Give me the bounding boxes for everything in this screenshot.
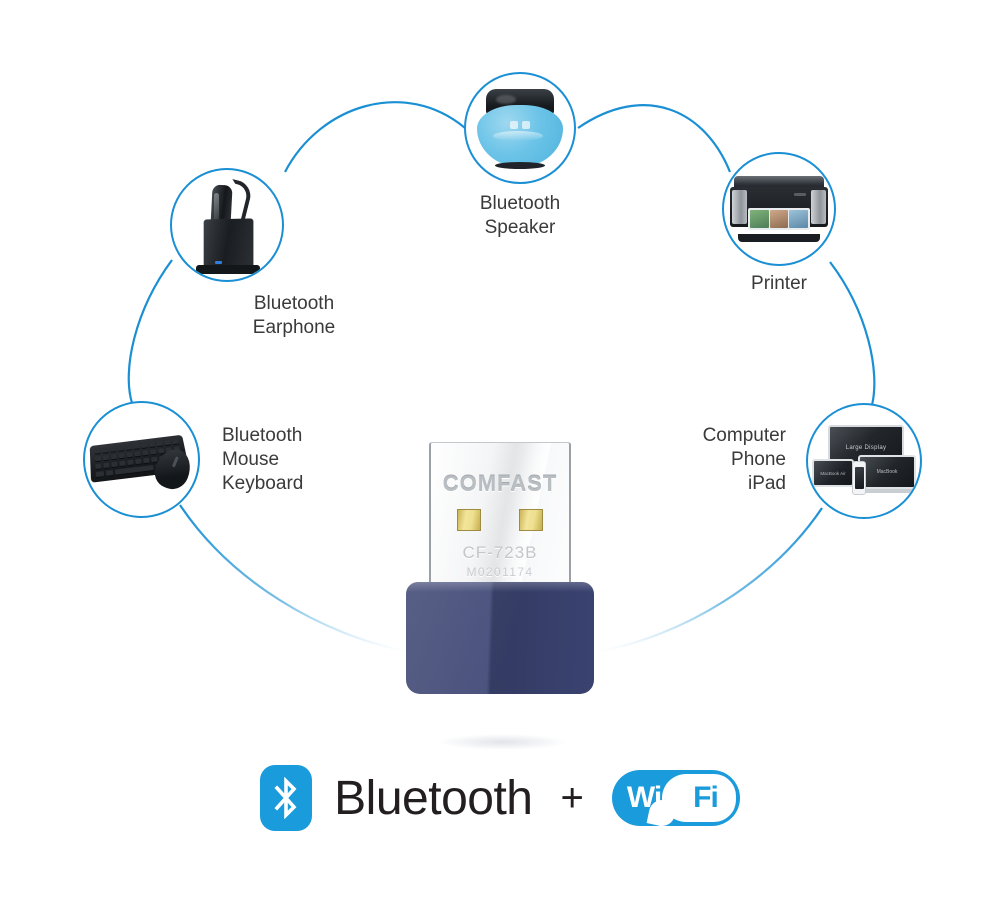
brand-logo: COMFAST — [442, 471, 558, 496]
plus-sign: + — [560, 775, 584, 820]
usb-shadow — [438, 734, 568, 750]
keyboard-mouse-icon — [89, 429, 196, 494]
keyboard-mouse-bubble[interactable] — [83, 401, 200, 518]
bluetooth-icon — [260, 765, 313, 831]
wifi-wi-text: Wi — [626, 781, 662, 814]
printer-bubble[interactable] — [722, 152, 836, 266]
bluetooth-speaker-label: Bluetooth Speaker — [479, 193, 561, 238]
bluetooth-earphone-label: Bluetooth Earphone — [252, 293, 336, 338]
arc-keyboard-usb — [179, 504, 411, 654]
arc-earphone-keyboard — [127, 259, 173, 404]
arc-computers-usb — [595, 507, 823, 654]
usb-contact-pads — [431, 509, 569, 531]
computer-devices-bubble[interactable]: Large Display MacBook Air MacBook — [806, 403, 922, 519]
usb-connector: COMFAST CF-723B M0201174 — [429, 442, 571, 590]
arc-speaker-earphone — [284, 101, 466, 173]
bluetooth-earphone-icon — [185, 178, 269, 274]
bluetooth-earphone-bubble[interactable] — [170, 168, 284, 282]
arc-printer-computers — [829, 261, 876, 406]
tablet-screen-label: MacBook Air — [820, 470, 846, 476]
phone-icon — [852, 461, 866, 495]
usb-shell — [406, 582, 594, 694]
wifi-logo: Wi Fi — [611, 770, 740, 826]
product-model: CF-723B — [462, 543, 538, 562]
usb-wifi-adapter: COMFAST CF-723B M0201174 — [398, 442, 602, 750]
keyboard-mouse-label: Bluetooth Mouse Keyboard — [222, 425, 304, 494]
computer-devices-icon: Large Display MacBook Air MacBook — [812, 425, 920, 497]
printer-icon — [730, 176, 828, 242]
printer-label: Printer — [751, 273, 807, 294]
bluetooth-wordmark: Bluetooth — [334, 771, 533, 825]
branding-row: Bluetooth + Wi Fi — [0, 765, 1000, 831]
wifi-fi-text: Fi — [693, 781, 719, 814]
product-serial: M0201174 — [466, 565, 534, 579]
bluetooth-speaker-icon — [477, 89, 563, 169]
computer-devices-label: Computer Phone iPad — [702, 425, 786, 494]
arc-speaker-printer — [577, 104, 732, 173]
monitor-screen-label: Large Display — [845, 445, 887, 451]
bluetooth-speaker-bubble[interactable] — [464, 72, 576, 184]
laptop-screen-label: MacBook — [876, 469, 898, 475]
